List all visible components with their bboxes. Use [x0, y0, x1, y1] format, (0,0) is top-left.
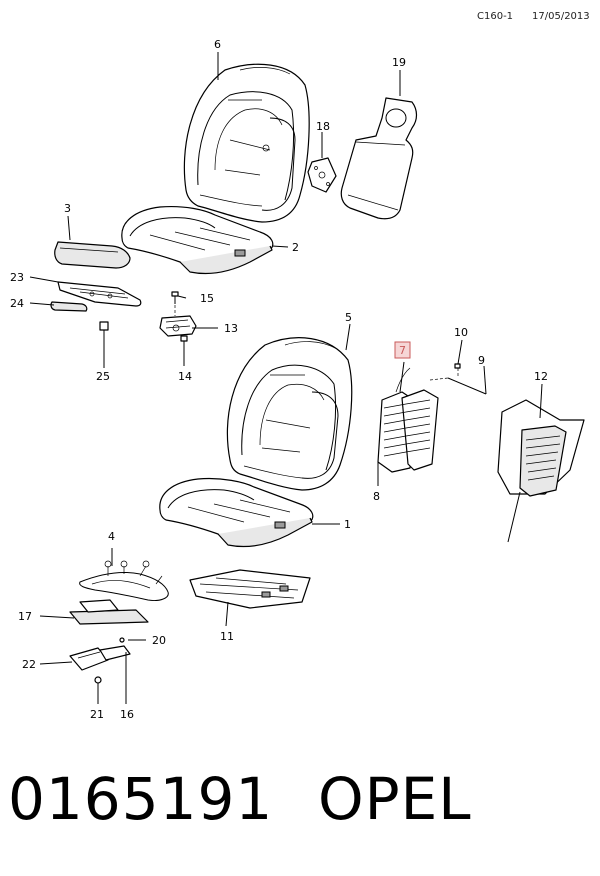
- callout-16: 16: [120, 708, 134, 721]
- control-module-16[interactable]: [99, 645, 131, 704]
- seat-wiring-harness[interactable]: [79, 548, 169, 601]
- callout-14: 14: [178, 370, 192, 383]
- callout-15: 15: [200, 292, 214, 305]
- callout-20: 20: [152, 634, 166, 647]
- upper-seat-cushion-cover[interactable]: [121, 205, 274, 275]
- callout-18: 18: [316, 120, 330, 133]
- callout-8: 8: [373, 490, 380, 503]
- callout-7: 7: [399, 344, 406, 357]
- callout-9: 9: [478, 354, 485, 367]
- diagram-code: C160-1: [477, 11, 514, 22]
- callout-22: 22: [22, 658, 36, 671]
- heater-rod-9[interactable]: [429, 377, 487, 395]
- leader-lines: [29, 52, 543, 665]
- callout-11: 11: [220, 630, 234, 643]
- upper-seat-back-cover[interactable]: [183, 63, 310, 223]
- callout-4: 4: [108, 530, 115, 543]
- seat-heater-element[interactable]: [377, 367, 439, 473]
- small-trim-cover[interactable]: [50, 301, 88, 312]
- callout-2: 2: [292, 241, 299, 254]
- callout-13: 13: [224, 322, 238, 335]
- head-restraint-bracket[interactable]: [307, 157, 337, 193]
- callout-12: 12: [534, 370, 548, 383]
- callout-21: 21: [90, 708, 104, 721]
- lower-seat-cushion[interactable]: [159, 477, 314, 548]
- callout-5: 5: [345, 311, 352, 324]
- callout-1: 1: [344, 518, 351, 531]
- callout-7-highlight: [394, 341, 411, 359]
- callout-24: 24: [10, 297, 24, 310]
- callout-3: 3: [64, 202, 71, 215]
- screw-15[interactable]: [171, 291, 179, 304]
- callout-17: 17: [18, 610, 32, 623]
- callout-labels: 1 2 3 4 5 6 7 8 9 10 11 12 13 14 15 16 1…: [10, 38, 548, 721]
- bolt-21[interactable]: [94, 676, 102, 704]
- part-number: 0165191: [8, 765, 274, 833]
- callout-6: 6: [214, 38, 221, 51]
- backrest-heater-pad[interactable]: [497, 399, 585, 543]
- callout-19: 19: [392, 56, 406, 69]
- retaining-clip[interactable]: [99, 321, 109, 368]
- seat-mat[interactable]: [69, 599, 149, 625]
- callout-25: 25: [96, 370, 110, 383]
- screw-20[interactable]: [119, 637, 125, 643]
- nut-14[interactable]: [180, 335, 188, 366]
- seat-back-panel[interactable]: [340, 97, 418, 220]
- clip-10[interactable]: [454, 363, 461, 378]
- callout-10: 10: [454, 326, 468, 339]
- side-bolster-pad[interactable]: [54, 241, 131, 269]
- occupant-sensor-mat[interactable]: [189, 569, 311, 609]
- brand-name: OPEL: [318, 765, 472, 833]
- lower-seat-back-frame[interactable]: [226, 337, 353, 491]
- recliner-mechanism[interactable]: [159, 300, 197, 337]
- diagram-date: 17/05/2013: [532, 11, 590, 22]
- seat-trim-plate[interactable]: [57, 281, 142, 307]
- callout-23: 23: [10, 271, 24, 284]
